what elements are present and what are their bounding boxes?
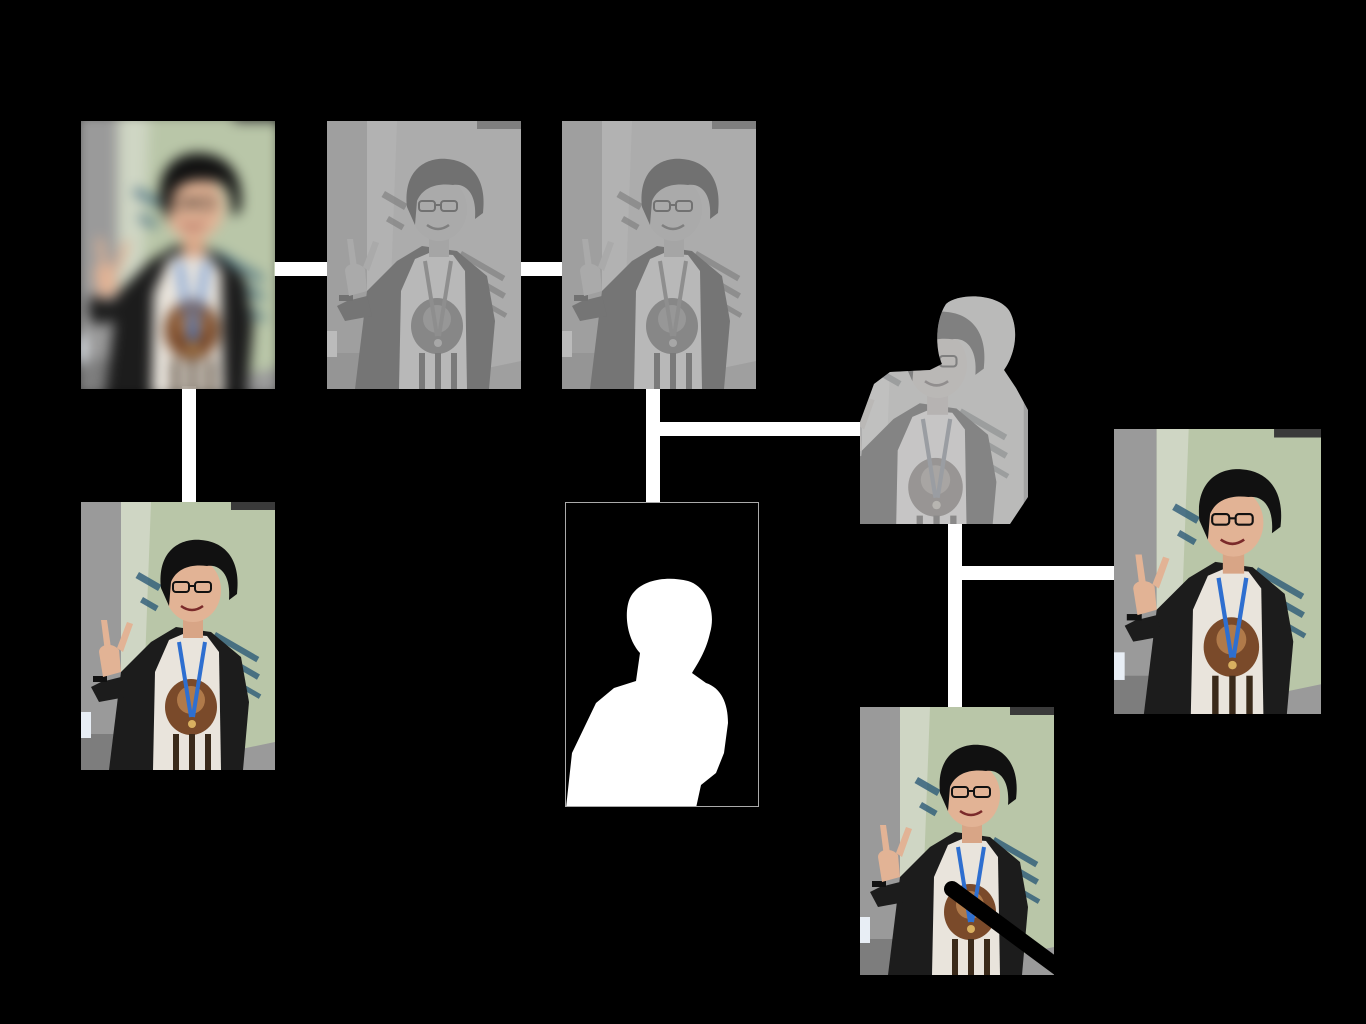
original-photo-panel	[81, 502, 275, 770]
sharpened-photo-panel	[1114, 429, 1321, 714]
masked-detail-image	[860, 296, 1028, 524]
connector-highpass1-to-highpass2	[519, 262, 563, 276]
connector-highpass2-down	[646, 386, 660, 504]
blurred-photo-panel	[81, 121, 275, 389]
high-pass-1-image	[327, 121, 521, 389]
high-pass-1-panel	[327, 121, 521, 389]
sharpened-photo-image	[1114, 429, 1321, 714]
person-mask-panel	[565, 502, 759, 807]
connector-blurred-to-original	[182, 386, 196, 504]
connector-cutout-to-sharpened	[948, 566, 1116, 580]
masked-detail-panel	[860, 292, 1028, 524]
result-with-artifact-panel	[860, 707, 1054, 975]
high-pass-2-panel	[562, 121, 756, 389]
blurred-photo-image	[81, 121, 275, 389]
original-photo-image	[81, 502, 275, 770]
result-with-artifact-image	[860, 707, 1054, 975]
high-pass-2-image	[562, 121, 756, 389]
connector-highpass2-to-cutout	[646, 422, 876, 436]
black-stroke-artifact	[944, 881, 1054, 975]
person-silhouette	[566, 578, 728, 806]
connector-blurred-to-highpass1	[274, 262, 328, 276]
connector-cutout-down	[948, 518, 962, 710]
